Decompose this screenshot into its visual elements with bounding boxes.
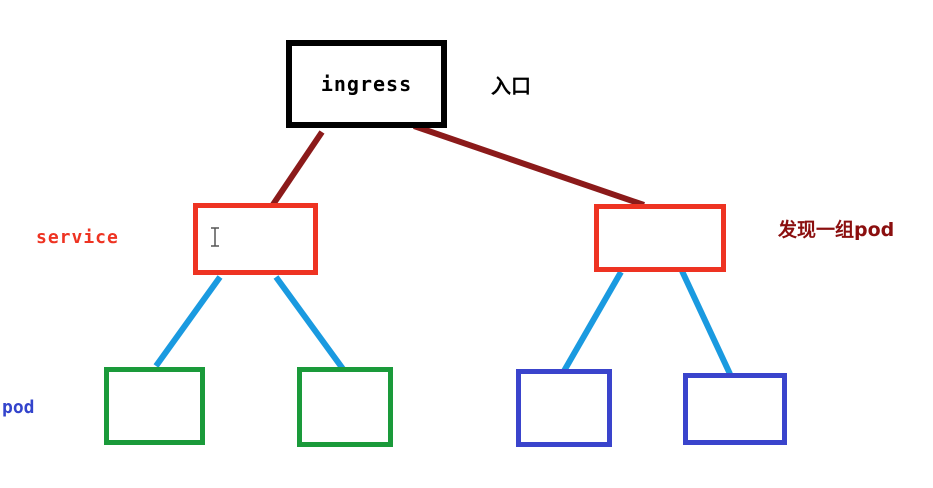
service-label: service [36,227,119,248]
ingress-to-right-service-connector [413,123,645,208]
ingress-node: ingress [286,40,447,128]
right-service-to-pod-4-connector [679,269,733,376]
left-service-to-pod-1-connector [153,275,223,368]
entry-label: 入口 [491,74,531,98]
pod-node-4 [683,373,787,445]
ingress-to-left-service-connector [269,130,325,208]
pod-node-1 [104,367,205,445]
pod-label: pod [2,397,35,418]
left-service-to-pod-2-connector [273,275,346,371]
pod-node-3 [516,369,612,447]
service-node-left [193,203,318,275]
text-cursor-icon [211,227,219,247]
service-node-right [594,204,726,272]
ingress-node-label: ingress [320,72,413,96]
discover-pods-label: 发现一组pod [778,219,895,241]
pod-node-2 [297,367,393,447]
right-service-to-pod-3-connector [561,270,624,373]
